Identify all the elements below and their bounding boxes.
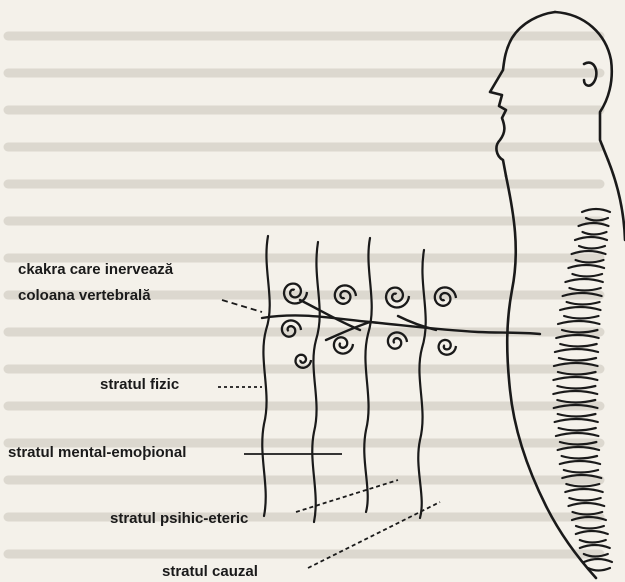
vertebra-icon — [555, 419, 598, 431]
chakra-spiral-icon — [335, 285, 356, 303]
chakra-spirals — [282, 284, 456, 368]
chakra-spiral-icon — [282, 320, 301, 336]
vertebra-icon — [572, 251, 606, 263]
chakra-spiral-icon — [439, 340, 456, 355]
layer-line-psychic — [364, 238, 371, 512]
vertebra-icon — [560, 461, 600, 473]
chakra-spiral-icon — [296, 355, 312, 368]
chakra-spiral-icon — [284, 284, 307, 304]
vertebra-icon — [568, 265, 604, 277]
chakra-spiral-icon — [435, 287, 456, 305]
vertebra-icon — [553, 377, 597, 389]
spine-icon — [553, 209, 612, 571]
vertebra-icon — [584, 559, 612, 571]
layer-line-causal — [418, 250, 425, 518]
leader-chakra — [222, 300, 262, 312]
layer-lines — [262, 236, 425, 522]
vertebra-icon — [572, 517, 606, 529]
vertebra-icon — [558, 321, 600, 333]
chakra-spiral-icon — [386, 288, 409, 308]
vertebra-icon — [556, 335, 599, 347]
vertebra-icon — [560, 307, 600, 319]
vertebra-icon — [556, 433, 599, 445]
vertebra-icon — [580, 545, 610, 557]
vertebra-icon — [554, 405, 598, 417]
chakra-spiral-icon — [334, 337, 353, 353]
chakra-spiral-icon — [388, 332, 407, 348]
label-chakra-line1: ckakra care inervează — [18, 260, 173, 279]
label-psychic-etheric-layer: stratul psihic-eteric — [110, 509, 248, 528]
label-mental-emotional-layer: stratul mental-emoþional — [8, 443, 186, 462]
vertebra-icon — [558, 447, 600, 459]
vertebra-icon — [569, 503, 605, 515]
vertebra-icon — [565, 489, 602, 501]
human-profile-icon — [490, 12, 625, 578]
vertebra-icon — [554, 363, 598, 375]
leader-psychic — [296, 480, 398, 512]
vertebra-icon — [582, 209, 610, 221]
label-physical-layer: stratul fizic — [100, 375, 179, 394]
layer-line-mental — [312, 242, 319, 522]
vertebra-icon — [576, 531, 608, 543]
vertebra-icon — [553, 391, 597, 403]
layer-line-physical — [262, 236, 269, 516]
vertebra-icon — [555, 349, 598, 361]
label-chakra-line2: coloana vertebrală — [18, 286, 151, 305]
vertebra-icon — [563, 293, 602, 305]
vertebra-icon — [575, 237, 607, 249]
vertebra-icon — [579, 223, 609, 235]
vertebra-icon — [565, 279, 602, 291]
vertebra-icon — [562, 475, 601, 487]
label-causal-layer: stratul cauzal — [162, 562, 258, 581]
